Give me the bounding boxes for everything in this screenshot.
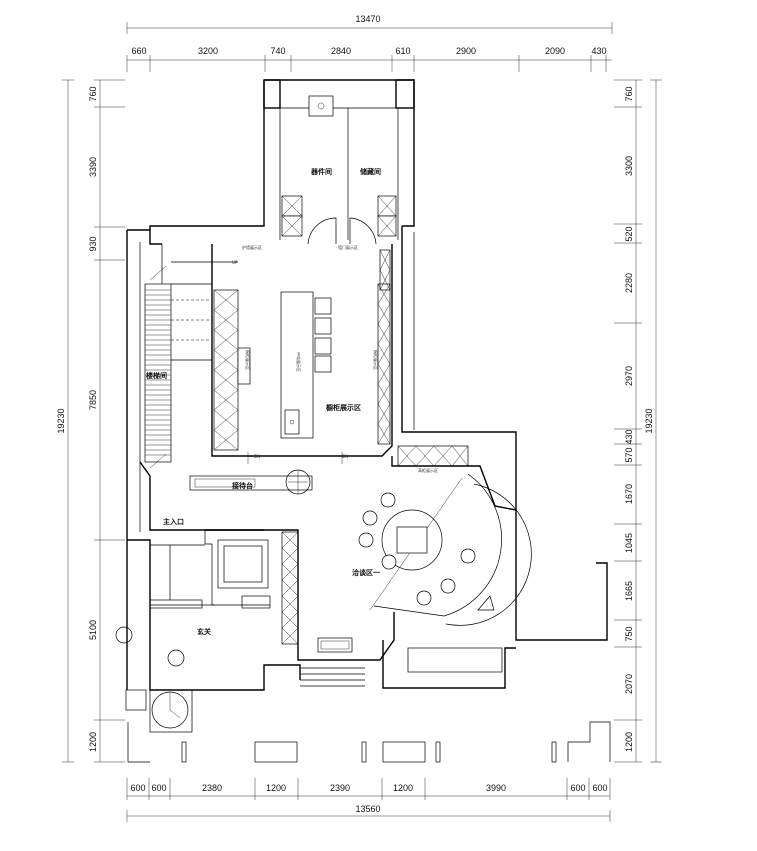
north-storage-rooms: 器件间 储藏间 — [281, 95, 397, 245]
left-segment-6: 1200 — [88, 732, 98, 752]
right-segment-3: 520 — [624, 226, 634, 241]
bottom-segment-6: 1200 — [393, 783, 413, 793]
annotation-display-top-left: 护墙展示区 — [242, 244, 262, 250]
bottom-dimension-chain: 600 600 2380 1200 2390 1200 3990 600 600… — [126, 778, 611, 822]
top-segment-4: 2840 — [331, 46, 351, 56]
left-segment-5: 5100 — [88, 620, 98, 640]
round-table — [381, 509, 443, 571]
left-segment-3: 930 — [88, 236, 98, 251]
right-segment-6: 430 — [624, 429, 634, 444]
chairs — [358, 492, 476, 606]
dn-label-2: DN — [342, 454, 348, 459]
right-segment-1: 760 — [624, 86, 634, 101]
left-total-dimension: 19230 — [56, 408, 66, 433]
right-segment-13: 1200 — [624, 732, 634, 752]
cabinet-display-area: 橱柜展示区 橱柜展示区 中岛展示区 护墙展示区 墙门展示区 橱柜展示区 DN D… — [211, 244, 393, 464]
right-dimension-chain: 760 3300 520 2280 2970 430 570 1670 1045… — [614, 79, 662, 763]
right-segment-4: 2280 — [624, 273, 634, 293]
right-segment-8: 1670 — [624, 484, 634, 504]
tall-cabinet-display: 高柜展示区 — [397, 445, 469, 473]
top-segment-1: 660 — [131, 46, 146, 56]
bottom-total-dimension: 13560 — [355, 804, 380, 814]
room-label-storage-b: 储藏间 — [359, 167, 381, 176]
annotation-display-top-mid: 墙门展示区 — [338, 244, 358, 250]
right-total-dimension: 19230 — [644, 408, 654, 433]
bottom-segment-1: 600 — [130, 783, 145, 793]
room-label-stair: 楼梯间 — [146, 371, 167, 380]
right-segment-11: 750 — [624, 626, 634, 641]
bottom-segment-5: 2390 — [330, 783, 350, 793]
stair-area: 楼梯间 UP — [144, 244, 238, 469]
south-planters — [125, 647, 611, 763]
right-segment-10: 1665 — [624, 581, 634, 601]
top-total-dimension: 13470 — [355, 14, 380, 24]
stair-up-label: UP — [232, 260, 238, 265]
bottom-segment-2: 600 — [151, 783, 166, 793]
reception-counter — [189, 475, 313, 491]
outer-walls — [126, 79, 608, 691]
room-label-entrance: 主入口 — [163, 517, 184, 526]
top-segment-8: 430 — [591, 46, 606, 56]
top-segment-7: 2090 — [545, 46, 565, 56]
sink-icon — [308, 95, 334, 117]
right-segment-7: 570 — [624, 447, 634, 462]
room-label-foyer: 玄关 — [197, 627, 211, 636]
right-segment-5: 2970 — [624, 366, 634, 386]
left-segment-4: 7850 — [88, 390, 98, 410]
foyer-area: 玄关 — [115, 544, 271, 667]
room-label-cabinet-display: 橱柜展示区 — [326, 403, 361, 412]
room-label-negotiation: 洽谈区一 — [352, 568, 380, 577]
annotation-display-left: 橱柜展示区 — [245, 350, 251, 370]
bottom-segment-3: 2380 — [202, 783, 222, 793]
left-dimension-chain: 19230 760 3390 930 7850 5100 1200 — [56, 79, 125, 763]
top-dimension-chain: 13470 660 3200 740 2840 610 2900 2090 43… — [126, 14, 613, 72]
top-segment-2: 3200 — [198, 46, 218, 56]
room-label-counter: 接待台 — [232, 481, 253, 490]
annotation-display-right: 橱柜展示区 — [373, 350, 379, 370]
bottom-segment-7: 3990 — [486, 783, 506, 793]
right-segment-9: 1045 — [624, 533, 634, 553]
right-segment-12: 2070 — [624, 674, 634, 694]
left-segment-1: 760 — [88, 86, 98, 101]
left-segment-2: 3390 — [88, 157, 98, 177]
south-display-area — [204, 529, 395, 687]
negotiation-area: 洽谈区一 — [352, 473, 532, 626]
bottom-segment-9: 600 — [592, 783, 607, 793]
bar-stools — [314, 297, 332, 373]
dn-label-1: DN — [254, 454, 260, 459]
room-label-storage-a: 器件间 — [310, 167, 332, 176]
top-segment-3: 740 — [270, 46, 285, 56]
annotation-display-tall: 高柜展示区 — [418, 467, 438, 473]
top-segment-6: 2900 — [456, 46, 476, 56]
bottom-segment-4: 1200 — [266, 783, 286, 793]
right-segment-2: 3300 — [624, 156, 634, 176]
lobby-area: 接待台 主入口 — [139, 456, 517, 531]
annotation-display-center: 中岛展示区 — [296, 352, 302, 372]
bottom-segment-8: 600 — [570, 783, 585, 793]
top-segment-5: 610 — [395, 46, 410, 56]
